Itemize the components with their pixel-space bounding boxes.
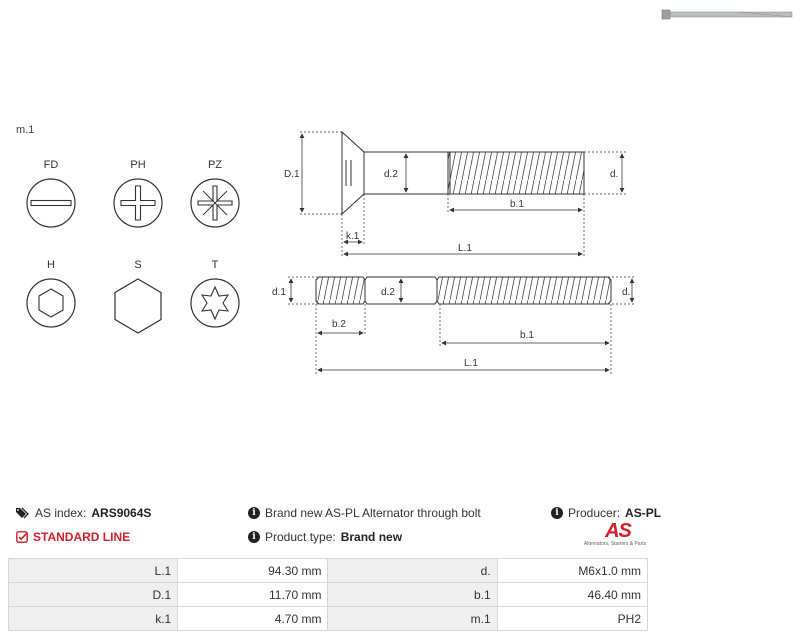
label-k1: k.1	[346, 231, 360, 242]
hex-socket-drive-icon	[26, 278, 76, 328]
as-index: AS index: ARS9064S	[16, 506, 151, 520]
label-L1: L.1	[458, 243, 472, 254]
table-row: L.1 94.30 mm d. M6x1.0 mm	[7, 558, 649, 583]
drive-type-ph: PH	[103, 158, 173, 230]
product-type-label: Product type:	[265, 530, 336, 544]
info-icon: i	[248, 531, 260, 543]
pozidriv-drive-icon	[190, 178, 240, 228]
label-L1: L.1	[464, 358, 478, 369]
as-index-value: ARS9064S	[91, 506, 152, 520]
drive-type-fd: FD	[16, 158, 86, 230]
checkbox-checked-icon	[16, 531, 28, 543]
spec-value: PH2	[496, 606, 649, 631]
spec-key: d.	[327, 558, 498, 583]
logo-mark: AS	[605, 520, 632, 542]
label-d1: d.1	[272, 287, 286, 298]
drive-type-pz: PZ	[180, 158, 250, 230]
label-b1: b.1	[520, 330, 534, 341]
label-d2: d.2	[381, 287, 395, 298]
drive-type-label: FD	[43, 159, 59, 171]
drive-type-label: S	[134, 259, 142, 271]
spec-value: 4.70 mm	[177, 606, 329, 631]
phillips-drive-icon	[113, 178, 163, 228]
drive-type-label: H	[47, 259, 55, 271]
m1-label: m.1	[16, 124, 35, 136]
table-row: k.1 4.70 mm m.1 PH2	[7, 606, 649, 631]
spec-key: b.1	[327, 582, 498, 607]
product-type-value: Brand new	[340, 530, 403, 544]
description-text: Brand new AS-PL Alternator through bolt	[265, 506, 481, 520]
product-type: i Product type: Brand new	[248, 530, 402, 544]
spec-value: 94.30 mm	[177, 558, 329, 583]
description: i Brand new AS-PL Alternator through bol…	[248, 506, 481, 520]
producer-label: Producer:	[568, 506, 621, 520]
product-thumbnail[interactable]	[660, 6, 794, 22]
producer: i Producer: AS-PL	[551, 506, 661, 520]
standard-line-text: STANDARD LINE	[33, 530, 131, 544]
spec-value: 11.70 mm	[177, 582, 329, 607]
tags-icon	[16, 507, 29, 519]
drive-type-label: PZ	[207, 159, 223, 171]
label-D1: D.1	[284, 169, 300, 180]
top-bolt-dimensions	[300, 131, 626, 258]
bottom-bolt-view	[315, 276, 612, 305]
spec-key: D.1	[7, 582, 179, 607]
info-icon: i	[551, 507, 563, 519]
drive-type-s: S	[103, 258, 173, 336]
drive-type-label: T	[211, 259, 219, 271]
label-b1: b.1	[510, 199, 524, 210]
as-pl-logo: AS Alternators, Starters & Parts	[584, 520, 650, 547]
spec-value: 46.40 mm	[496, 582, 649, 607]
torx-drive-icon	[190, 278, 240, 328]
table-row: D.1 11.70 mm b.1 46.40 mm	[7, 582, 649, 607]
drive-type-t: T	[180, 258, 250, 330]
spec-key: L.1	[7, 558, 179, 583]
drive-type-grid: FD PH PZ H S T	[0, 150, 270, 350]
label-d2: d.2	[384, 169, 398, 180]
info-icon: i	[248, 507, 260, 519]
spec-value: M6x1.0 mm	[496, 558, 649, 583]
label-d: d.	[622, 287, 630, 298]
specifications-table: L.1 94.30 mm d. M6x1.0 mm D.1 11.70 mm b…	[7, 558, 649, 631]
spec-key: k.1	[7, 606, 179, 631]
bolt-technical-drawing: D.1 d.2 d. b.1 k.1 L.1 d.1 d.2 d. b.2 b.…	[272, 130, 636, 374]
logo-tagline: Alternators, Starters & Parts	[583, 541, 647, 547]
drive-type-h: H	[16, 258, 86, 330]
label-b2: b.2	[332, 319, 346, 330]
as-index-label: AS index:	[35, 506, 87, 520]
bottom-bolt-dimensions	[288, 276, 636, 374]
spec-key: m.1	[327, 606, 498, 631]
hex-head-icon	[114, 278, 162, 334]
drive-type-label: PH	[130, 159, 146, 171]
standard-line-badge: STANDARD LINE	[16, 530, 130, 544]
producer-value: AS-PL	[625, 506, 662, 520]
product-info: AS index: ARS9064S i Brand new AS-PL Alt…	[0, 500, 800, 560]
label-d: d.	[610, 169, 618, 180]
slot-drive-icon	[26, 178, 76, 228]
top-bolt-view	[341, 130, 585, 216]
